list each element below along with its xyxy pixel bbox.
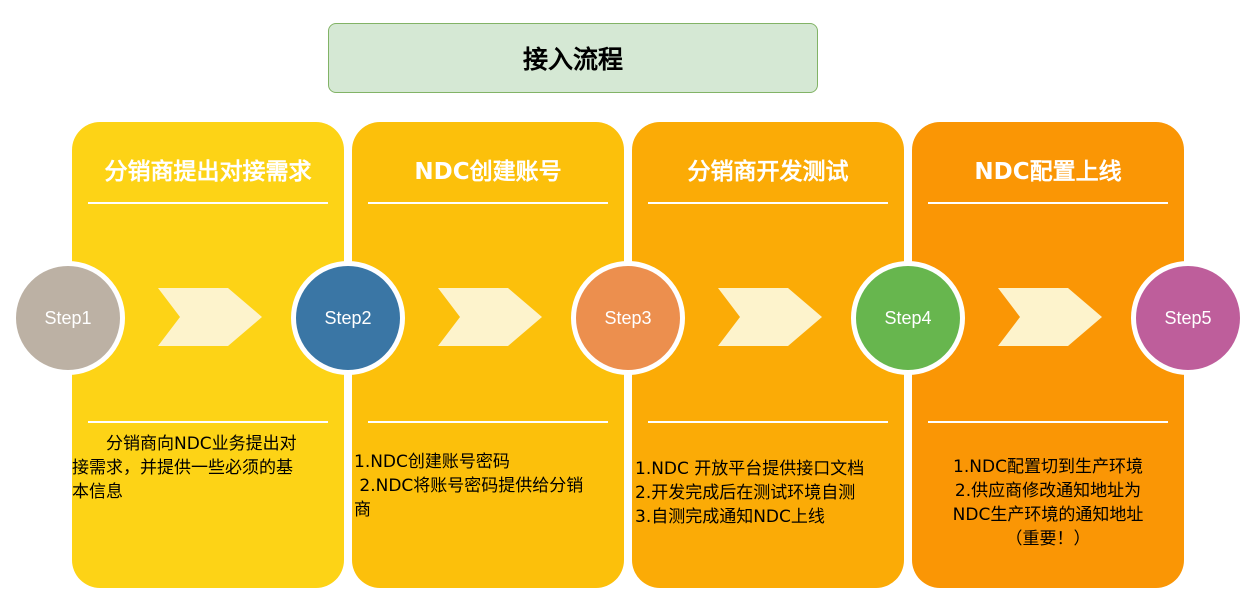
card-2-line-1: 1.NDC创建账号密码 bbox=[354, 452, 510, 472]
step-1-circle: Step1 bbox=[11, 261, 125, 375]
arrow-right-icon bbox=[158, 288, 262, 346]
title-box: 接入流程 bbox=[328, 23, 818, 93]
card-1: 分销商提出对接需求 分销商向NDC业务提出对 接需求，并提供一些必须的基 本信息 bbox=[72, 122, 344, 588]
card-4-top-rule bbox=[928, 202, 1168, 204]
card-1-bottom-rule bbox=[88, 421, 328, 423]
card-4-line-3: NDC生产环境的通知地址 bbox=[952, 505, 1144, 525]
page-title: 接入流程 bbox=[522, 45, 623, 74]
card-4-line-4: （重要！） bbox=[1005, 529, 1091, 549]
card-4-heading: NDC配置上线 bbox=[974, 159, 1122, 185]
card-4-line-1: 1.NDC配置切到生产环境 bbox=[953, 457, 1143, 477]
card-2-top-rule bbox=[368, 202, 608, 204]
step-4-circle: Step4 bbox=[851, 261, 965, 375]
arrow-right-icon bbox=[718, 288, 822, 346]
card-1-line-3: 本信息 bbox=[72, 482, 123, 502]
card-3-line-2: 2.开发完成后在测试环境自测 bbox=[635, 483, 856, 503]
card-1-line-2: 接需求，并提供一些必须的基 bbox=[72, 458, 293, 478]
card-4-body: 1.NDC配置切到生产环境 2.供应商修改通知地址为 NDC生产环境的通知地址 … bbox=[912, 455, 1184, 551]
card-2-line-3: 商 bbox=[354, 500, 371, 520]
card-1-line-1: 分销商向NDC业务提出对 bbox=[72, 434, 297, 454]
card-3-top-rule bbox=[648, 202, 888, 204]
step-2-label: Step2 bbox=[324, 307, 372, 328]
card-3-heading: 分销商开发测试 bbox=[687, 159, 849, 185]
card-3-body: 1.NDC 开放平台提供接口文档 2.开发完成后在测试环境自测 3.自测完成通知… bbox=[632, 457, 904, 529]
step-3-circle: Step3 bbox=[571, 261, 685, 375]
step-4-label: Step4 bbox=[884, 307, 932, 328]
card-4-bottom-rule bbox=[928, 421, 1168, 423]
step-5-circle: Step5 bbox=[1131, 261, 1245, 375]
card-1-heading: 分销商提出对接需求 bbox=[104, 159, 312, 185]
step-2-circle: Step2 bbox=[291, 261, 405, 375]
card-2: NDC创建账号 1.NDC创建账号密码 2.NDC将账号密码提供给分销 商 bbox=[352, 122, 624, 588]
card-2-body: 1.NDC创建账号密码 2.NDC将账号密码提供给分销 商 bbox=[352, 450, 624, 522]
step-3-label: Step3 bbox=[604, 307, 652, 328]
card-3-line-1: 1.NDC 开放平台提供接口文档 bbox=[635, 459, 865, 479]
card-4-line-2: 2.供应商修改通知地址为 bbox=[954, 481, 1142, 501]
card-3-bottom-rule bbox=[648, 421, 888, 423]
card-2-line-2: 2.NDC将账号密码提供给分销 bbox=[354, 476, 584, 496]
card-1-body: 分销商向NDC业务提出对 接需求，并提供一些必须的基 本信息 bbox=[72, 432, 344, 504]
card-3: 分销商开发测试 1.NDC 开放平台提供接口文档 2.开发完成后在测试环境自测 … bbox=[632, 122, 904, 588]
arrow-right-icon bbox=[998, 288, 1102, 346]
arrow-right-icon bbox=[438, 288, 542, 346]
card-4: NDC配置上线 1.NDC配置切到生产环境 2.供应商修改通知地址为 NDC生产… bbox=[912, 122, 1184, 588]
card-2-heading: NDC创建账号 bbox=[414, 159, 562, 185]
card-1-top-rule bbox=[88, 202, 328, 204]
card-3-line-3: 3.自测完成通知NDC上线 bbox=[635, 507, 825, 527]
card-2-bottom-rule bbox=[368, 421, 608, 423]
step-1-label: Step1 bbox=[44, 307, 92, 328]
step-5-label: Step5 bbox=[1164, 307, 1212, 328]
